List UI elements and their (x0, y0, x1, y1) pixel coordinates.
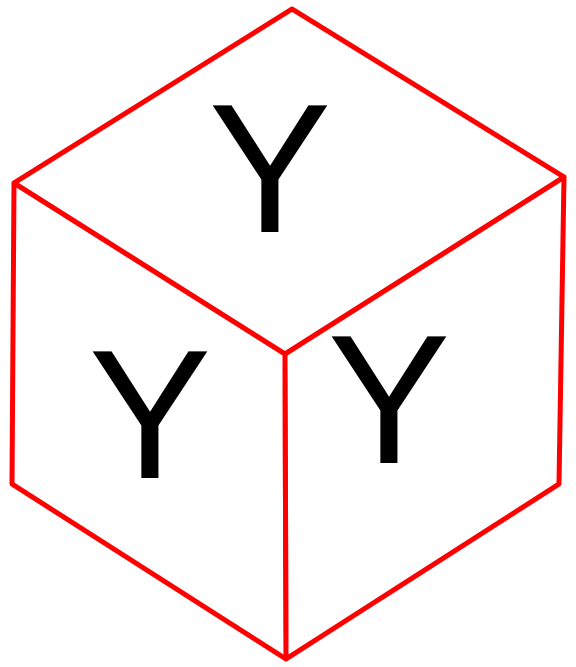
right-face-outline (282, 174, 567, 662)
right-face-letter: Y (328, 296, 451, 502)
left-face-letter: Y (89, 311, 212, 517)
cube-edges (9, 6, 567, 662)
top-face-letter: Y (209, 65, 332, 271)
face-letters: Y Y Y (89, 65, 451, 517)
